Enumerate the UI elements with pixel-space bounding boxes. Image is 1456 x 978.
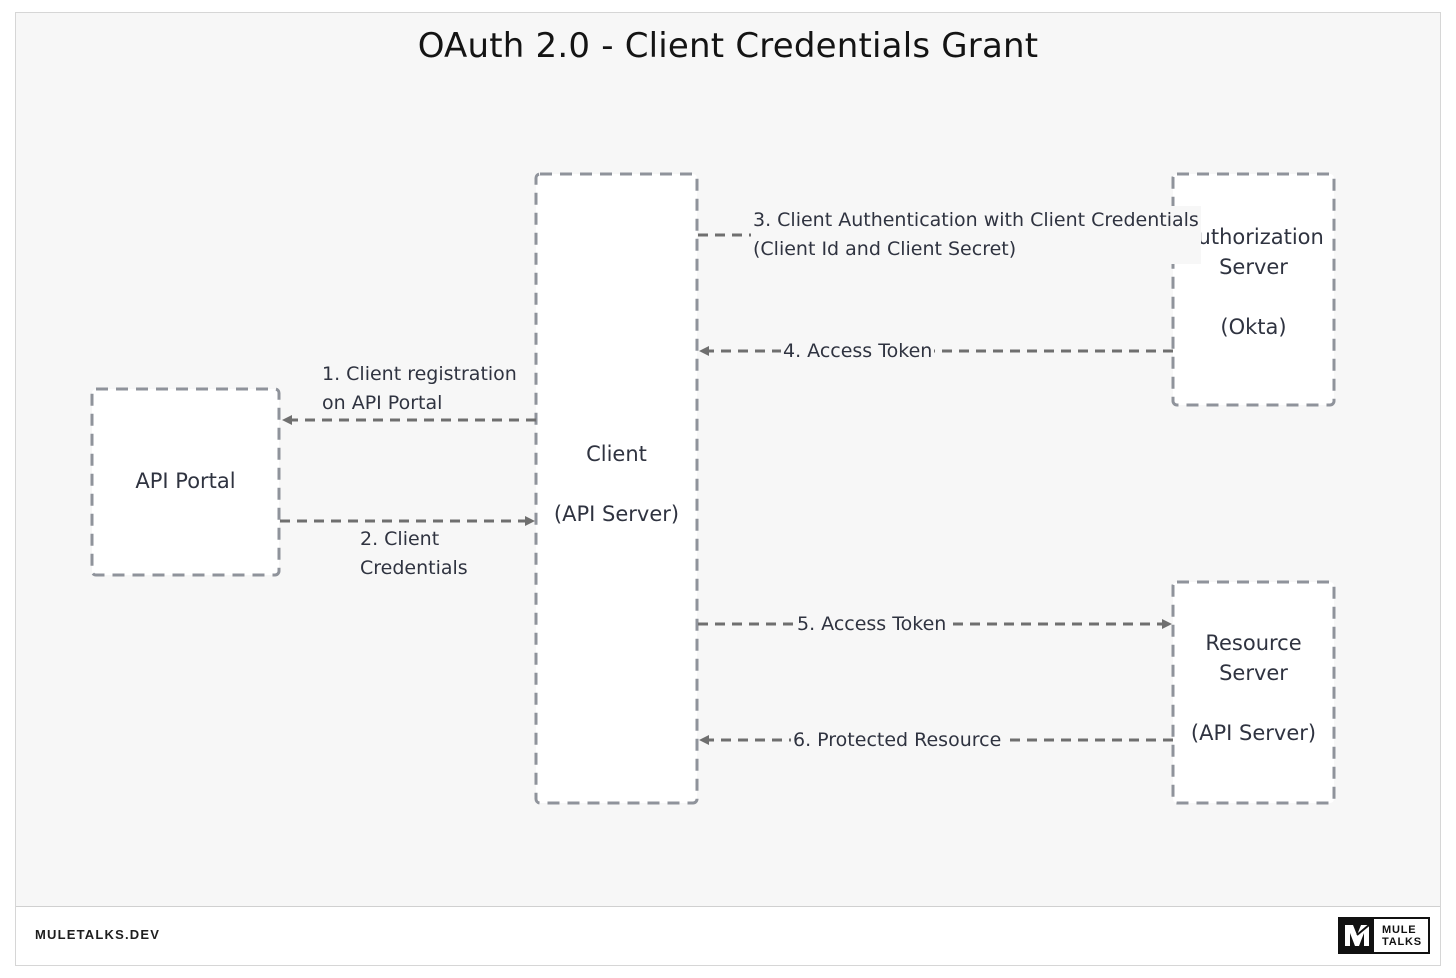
resource-server-box [1171, 580, 1336, 805]
resource-server-label: Resource Server (API Server) [1190, 631, 1317, 745]
auth-server-box [1171, 172, 1336, 407]
diagram-title: OAuth 2.0 - Client Credentials Grant [417, 26, 1039, 66]
muletalks-logo: MULE TALKS [1338, 917, 1430, 954]
site-footer-text: MULETALKS.DEV [35, 927, 161, 942]
api-portal-label: API Portal [135, 469, 236, 493]
edge-3-label: 3. Client Authentication with Client Cre… [751, 206, 1201, 264]
api-portal-box [90, 387, 281, 577]
client-label: Client (API Server) [553, 442, 680, 526]
edge-1-label: 1. Client registration on API Portal [322, 363, 517, 414]
auth-server-label: Authorization Server (Okta) [1183, 225, 1324, 339]
edge-2-label: 2. Client Credentials [360, 528, 468, 579]
client-box [534, 172, 699, 805]
logo-text: MULE TALKS [1382, 923, 1422, 948]
edge-6-label: 6. Protected Resource [791, 726, 1004, 755]
edge-5-label: 5. Access Token [795, 610, 949, 639]
edge-4-label: 4. Access Token [781, 337, 935, 366]
logo-mark-icon [1340, 919, 1374, 952]
